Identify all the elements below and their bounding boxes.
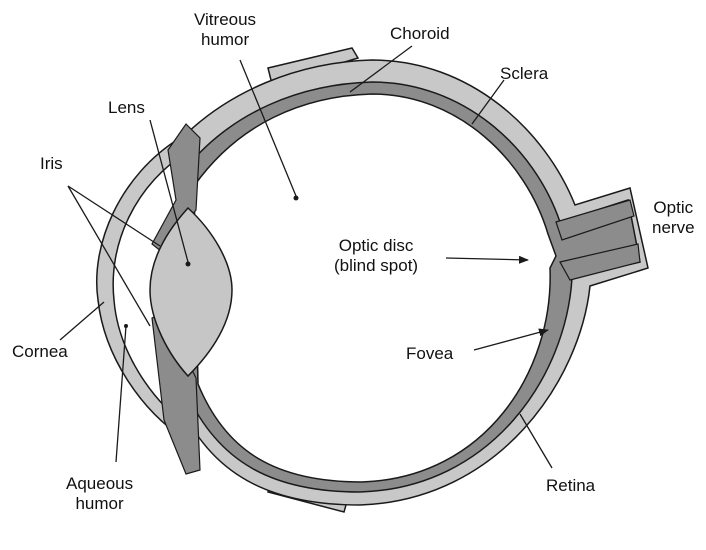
label-vitreous-humor: Vitreous humor <box>194 10 256 50</box>
label-aqueous-humor: Aqueous humor <box>66 474 133 514</box>
label-iris: Iris <box>40 154 63 174</box>
label-optic-nerve: Optic nerve <box>652 198 695 238</box>
label-cornea: Cornea <box>12 342 68 362</box>
pointer-retina <box>520 414 552 468</box>
label-choroid: Choroid <box>390 24 450 44</box>
pointer-cornea <box>60 302 104 340</box>
label-optic-disc: Optic disc (blind spot) <box>334 236 418 276</box>
label-sclera: Sclera <box>500 64 548 84</box>
label-lens: Lens <box>108 98 145 118</box>
label-retina: Retina <box>546 476 595 496</box>
label-fovea: Fovea <box>406 344 453 364</box>
